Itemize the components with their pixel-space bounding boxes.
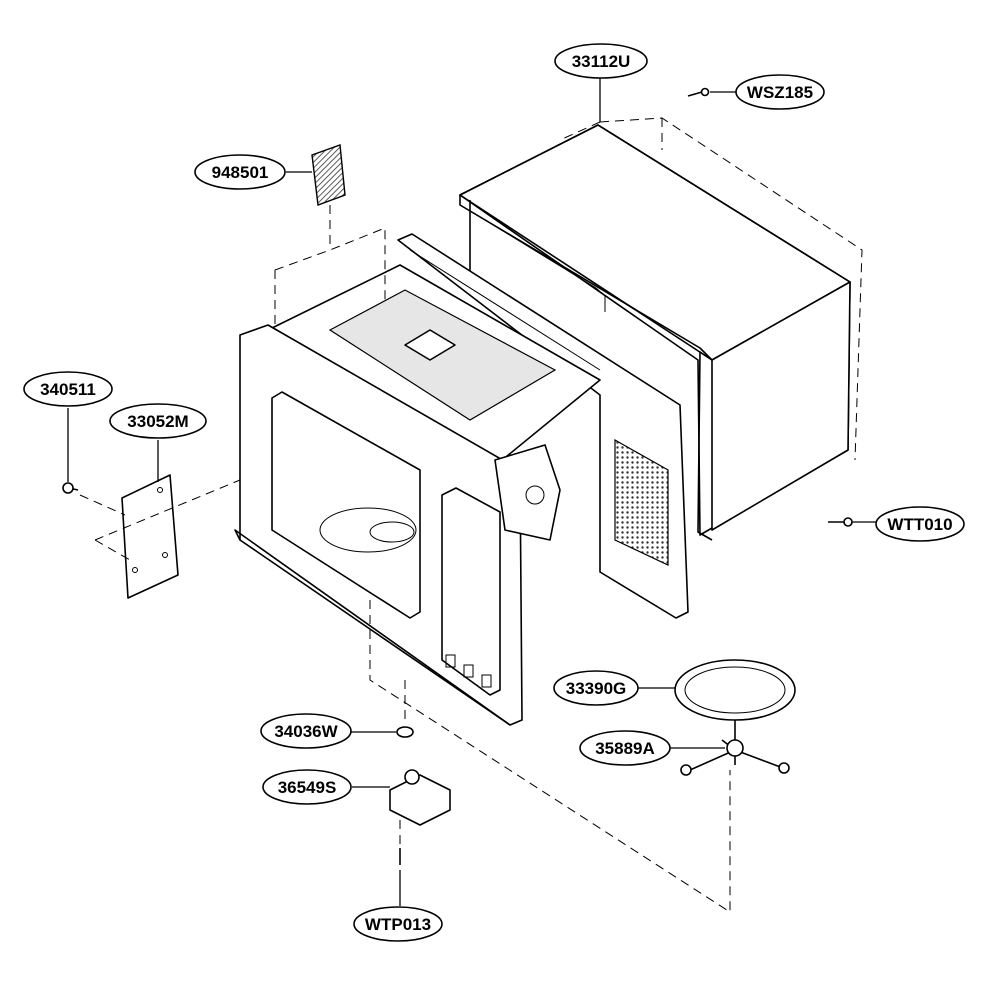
part-label-340511: 340511 [23,371,113,407]
small-parts-drawing [62,87,853,913]
part-label-948501: 948501 [194,154,286,190]
part-label-WTP013: WTP013 [353,906,443,942]
part-label-33390G: 33390G [553,670,639,706]
part-number: 33390G [566,679,627,698]
outer-case-drawing [459,117,863,541]
part-number: 34036W [274,722,338,741]
part-number: 35889A [595,739,655,758]
part-label-33052M: 33052M [109,403,207,439]
leader-lines [67,78,876,906]
part-number: 36549S [278,778,337,797]
part-number: WSZ185 [747,83,813,102]
part-number: 33052M [127,412,188,431]
part-number: WTP013 [365,915,431,934]
part-label-WTT010: WTT010 [875,506,965,542]
cavity-chassis-drawing [234,233,689,726]
part-label-33112U: 33112U [554,43,648,79]
part-label-34036W: 34036W [260,713,352,749]
part-number: 33112U [572,52,631,71]
part-number: 340511 [40,380,96,399]
part-number: 948501 [212,163,269,182]
part-number: WTT010 [887,515,952,534]
part-label-35889A: 35889A [579,730,671,766]
part-label-WSZ185: WSZ185 [735,74,825,110]
part-label-36549S: 36549S [262,769,352,805]
